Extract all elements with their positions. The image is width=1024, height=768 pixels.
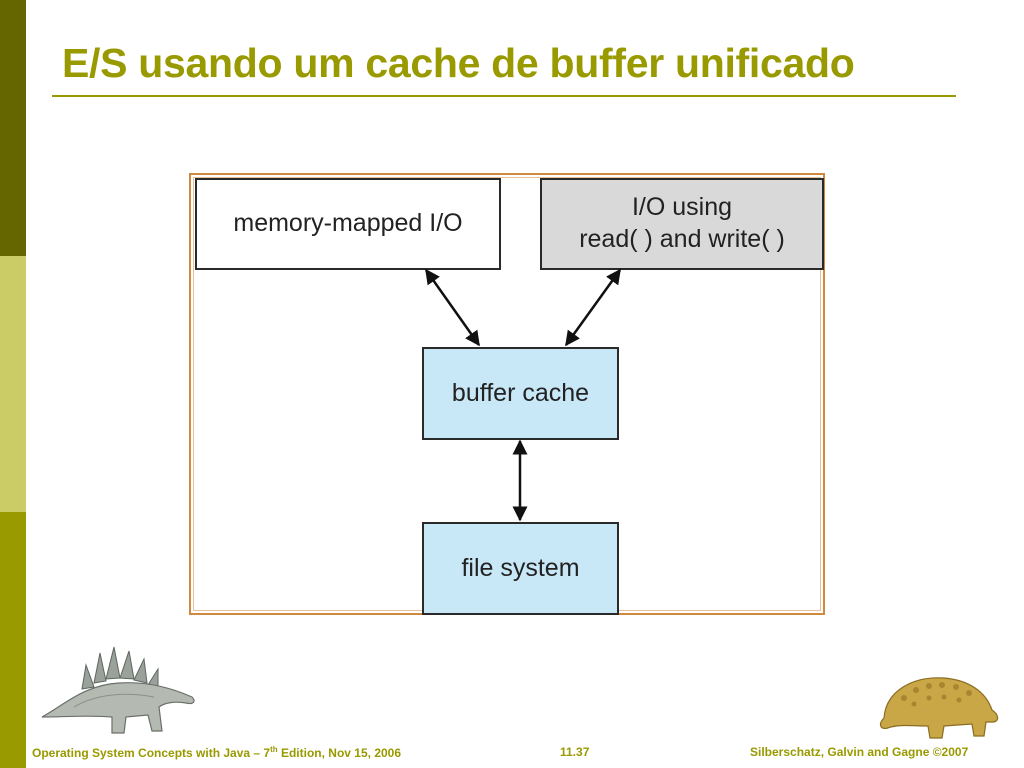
footer-book-title-suffix: Edition, Nov 15, 2006 bbox=[277, 746, 402, 760]
arrow-mmio-to-buffer-cache bbox=[424, 268, 481, 347]
side-bar-mid bbox=[0, 512, 26, 768]
stegosaurus-icon bbox=[41, 646, 195, 734]
side-bar-light bbox=[0, 256, 26, 512]
ankylosaurus-icon bbox=[879, 677, 999, 739]
file-system-label: file system bbox=[461, 553, 580, 582]
buffer-cache-box: buffer cache bbox=[422, 347, 619, 440]
title-underline bbox=[52, 95, 956, 97]
memory-mapped-io-box: memory-mapped I/O bbox=[195, 178, 501, 270]
io-read-write-box: I/O using read( ) and write( ) bbox=[540, 178, 824, 270]
io-read-write-line1: I/O using bbox=[631, 193, 733, 222]
arrow-io-to-buffer-cache bbox=[564, 268, 622, 347]
footer-page-number: 11.37 bbox=[560, 745, 590, 759]
memory-mapped-io-label: memory-mapped I/O bbox=[233, 209, 463, 238]
footer-book-title-sup: th bbox=[270, 745, 278, 754]
slide-title: E/S usando um cache de buffer unificado bbox=[62, 40, 855, 86]
io-read-write-line2: read( ) and write( ) bbox=[579, 225, 785, 253]
footer-book-title: Operating System Concepts with Java – 7t… bbox=[32, 745, 401, 760]
footer-book-title-prefix: Operating System Concepts with Java – 7 bbox=[32, 746, 271, 760]
side-bar-dark bbox=[0, 0, 26, 256]
file-system-box: file system bbox=[422, 522, 619, 615]
io-read-write-label: I/O using read( ) and write( ) bbox=[579, 192, 785, 256]
buffer-cache-label: buffer cache bbox=[451, 378, 590, 407]
footer-copyright: Silberschatz, Galvin and Gagne ©2007 bbox=[750, 745, 969, 759]
